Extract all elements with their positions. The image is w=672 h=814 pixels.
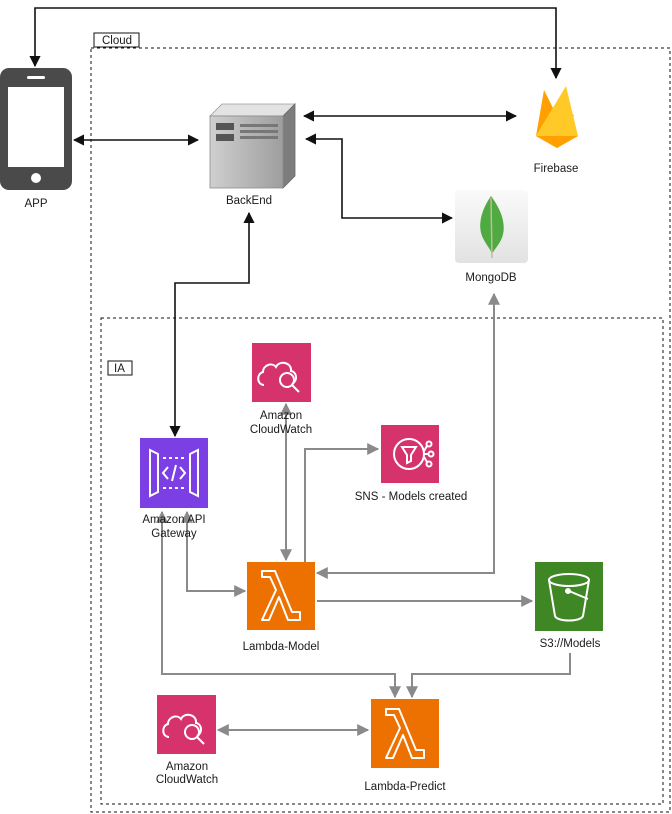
- firebase-label: Firebase: [534, 163, 579, 175]
- app-label: APP: [24, 198, 47, 210]
- mobile-phone-icon: [0, 68, 72, 190]
- sns-icon: [393, 438, 435, 470]
- lambda-model-node[interactable]: Lambda-Model: [243, 562, 320, 653]
- api-gateway-icon: [149, 448, 199, 498]
- cloudwatch-top-label-line1: Amazon: [260, 410, 302, 422]
- lambda-model-label: Lambda-Model: [243, 641, 320, 653]
- api-gateway-node[interactable]: Amazon API Gateway: [140, 438, 208, 540]
- cloud-group-label: Cloud: [102, 35, 132, 47]
- edges-gray: [156, 292, 571, 736]
- lambda-model-tile: [247, 562, 315, 630]
- sns-tile: [381, 425, 439, 483]
- cloudwatch-bottom-label-line2: CloudWatch: [156, 774, 218, 786]
- ia-group: IA: [100, 317, 664, 805]
- edge-apigateway-lambdapredict: [156, 510, 401, 699]
- edge-app-firebase: [29, 7, 562, 80]
- cloudwatch-bottom-node[interactable]: Amazon CloudWatch: [156, 695, 218, 786]
- edge-s3-lambdapredict: [406, 653, 571, 699]
- edge-lambdamodel-sns: [304, 443, 380, 562]
- cloudwatch-bottom-label-line1: Amazon: [166, 761, 208, 773]
- mongodb-label: MongoDB: [465, 272, 516, 284]
- cloudwatch-top-node[interactable]: Amazon CloudWatch: [250, 343, 312, 436]
- mongodb-node[interactable]: MongoDB: [455, 190, 528, 284]
- edge-backend-apigateway: [169, 211, 255, 438]
- api-gateway-label-line2: Gateway: [151, 528, 197, 540]
- cloudwatch-icon: [162, 713, 205, 745]
- backend-node[interactable]: BackEnd: [209, 103, 296, 207]
- s3-bucket-icon: [548, 573, 590, 622]
- sns-node[interactable]: SNS - Models created: [355, 425, 468, 503]
- lambda-predict-node[interactable]: Lambda-Predict: [364, 699, 446, 793]
- edges-dark: [29, 7, 562, 438]
- backend-label: BackEnd: [226, 195, 272, 207]
- lambda-icon: [385, 708, 425, 759]
- lambda-predict-label: Lambda-Predict: [364, 781, 446, 793]
- s3-node[interactable]: S3://Models: [535, 562, 603, 650]
- mongodb-leaf-icon: [480, 196, 504, 259]
- firebase-flame-icon: [536, 86, 578, 148]
- api-gateway-label-line1: Amazon API: [142, 514, 205, 526]
- lambda-predict-tile: [371, 699, 439, 768]
- app-node[interactable]: APP: [0, 68, 72, 210]
- s3-label: S3://Models: [540, 638, 601, 650]
- server-icon: [209, 103, 296, 189]
- cloud-group: Cloud: [90, 32, 671, 813]
- cloudwatch-top-label-line2: CloudWatch: [250, 424, 312, 436]
- edge-backend-mongodb: [304, 133, 454, 224]
- sns-label: SNS - Models created: [355, 491, 468, 503]
- lambda-icon: [261, 570, 301, 621]
- cloudwatch-icon: [257, 361, 300, 393]
- firebase-node[interactable]: Firebase: [534, 86, 579, 175]
- ia-group-label: IA: [114, 363, 125, 375]
